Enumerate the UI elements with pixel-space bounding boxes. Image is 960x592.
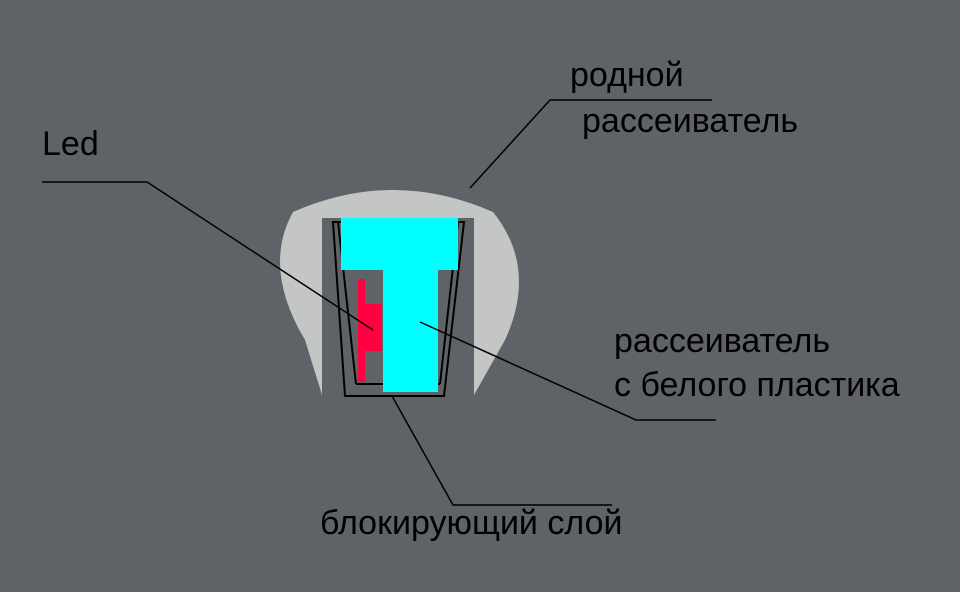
leader-line-white-plastic-diffuser: [419, 321, 716, 421]
native-diffuser-shell: [280, 190, 519, 395]
label-white-plastic-diffuser-line2: с белого пластика: [614, 366, 900, 404]
label-native-diffuser-line1: родной: [570, 56, 684, 94]
led-chip: [363, 304, 382, 351]
label-white-plastic-diffuser-line1: рассеиватель: [614, 322, 831, 360]
white-plastic-diffuser-stem: [383, 270, 438, 392]
label-led: Led: [42, 125, 99, 163]
label-native-diffuser-line2: рассеиватель: [582, 102, 799, 140]
white-plastic-diffuser-top: [341, 218, 458, 270]
leader-line-native-diffuser: [469, 99, 712, 189]
led-substrate: [358, 279, 365, 382]
leader-line-blocking-layer: [391, 395, 612, 506]
leader-line-led: [42, 181, 374, 331]
label-blocking-layer: блокирующий слой: [320, 504, 623, 542]
